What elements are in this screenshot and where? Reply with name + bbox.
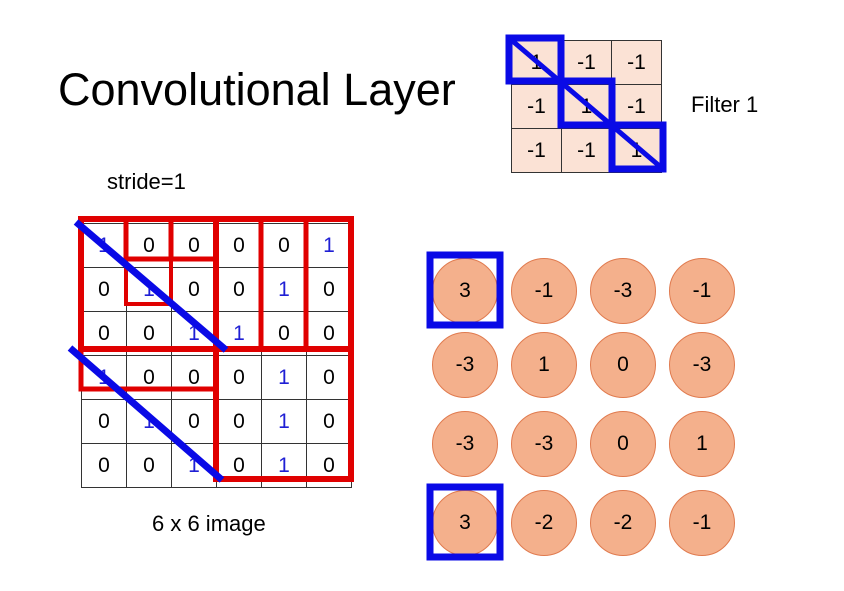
filter-cell: -1 (511, 84, 562, 129)
image-caption: 6 x 6 image (152, 511, 266, 536)
image-cell: 0 (261, 311, 307, 356)
image-cell: 0 (81, 311, 127, 356)
image-cell: 0 (216, 267, 262, 312)
image-cell: 1 (81, 355, 127, 400)
image-cell: 0 (306, 355, 352, 400)
image-cell: 0 (126, 223, 172, 268)
filter-cell: -1 (561, 40, 612, 85)
image-cell: 0 (306, 399, 352, 444)
feature-map-value: -1 (669, 258, 735, 324)
filter-label: Filter 1 (691, 92, 759, 117)
filter-cell: 1 (561, 84, 612, 129)
feature-map-value: -3 (432, 411, 498, 477)
feature-map-value: -1 (511, 258, 577, 324)
filter-cell: 1 (611, 128, 662, 173)
slide-title: Convolutional Layer (58, 64, 456, 115)
image-cell: 1 (171, 311, 217, 356)
feature-map-value: 1 (669, 411, 735, 477)
feature-map-value: -3 (511, 411, 577, 477)
filter-row: 1-1-1 (511, 40, 662, 85)
image-cell: 0 (81, 267, 127, 312)
feature-map-value: -2 (511, 490, 577, 556)
image-cell: 1 (126, 267, 172, 312)
image-cell: 0 (216, 399, 262, 444)
image-cell: 0 (126, 443, 172, 488)
image-cell: 0 (171, 399, 217, 444)
feature-map-value: -3 (432, 332, 498, 398)
image-cell: 0 (126, 311, 172, 356)
image-cell: 0 (81, 399, 127, 444)
image-cell: 0 (126, 355, 172, 400)
image-cell: 0 (171, 355, 217, 400)
feature-map-value: -1 (669, 490, 735, 556)
image-cell: 0 (216, 443, 262, 488)
image-cell: 0 (171, 267, 217, 312)
image-cell: 0 (261, 223, 307, 268)
image-cell: 1 (261, 267, 307, 312)
image-cell: 1 (261, 399, 307, 444)
image-cell: 1 (171, 443, 217, 488)
filter-cell: -1 (511, 128, 562, 173)
filter-cell: -1 (561, 128, 612, 173)
feature-map-value: 3 (432, 258, 498, 324)
image-cell: 0 (81, 443, 127, 488)
stride-label: stride=1 (107, 169, 186, 194)
image-cell: 1 (261, 443, 307, 488)
feature-map-value: -2 (590, 490, 656, 556)
feature-map-value: 0 (590, 411, 656, 477)
filter-cell: -1 (611, 84, 662, 129)
feature-map-value: 0 (590, 332, 656, 398)
image-cell: 1 (306, 223, 352, 268)
image-cell: 0 (306, 311, 352, 356)
image-cell: 0 (306, 443, 352, 488)
filter-cell: 1 (511, 40, 562, 85)
image-cell: 0 (216, 355, 262, 400)
image-cell: 1 (261, 355, 307, 400)
image-cell: 0 (171, 223, 217, 268)
feature-map-value: 1 (511, 332, 577, 398)
feature-map-value: 3 (432, 490, 498, 556)
image-cell: 1 (81, 223, 127, 268)
image-cell: 1 (126, 399, 172, 444)
image-cell: 0 (216, 223, 262, 268)
feature-map-value: -3 (590, 258, 656, 324)
feature-map-value: -3 (669, 332, 735, 398)
image-cell: 1 (216, 311, 262, 356)
image-cell: 0 (306, 267, 352, 312)
filter-cell: -1 (611, 40, 662, 85)
